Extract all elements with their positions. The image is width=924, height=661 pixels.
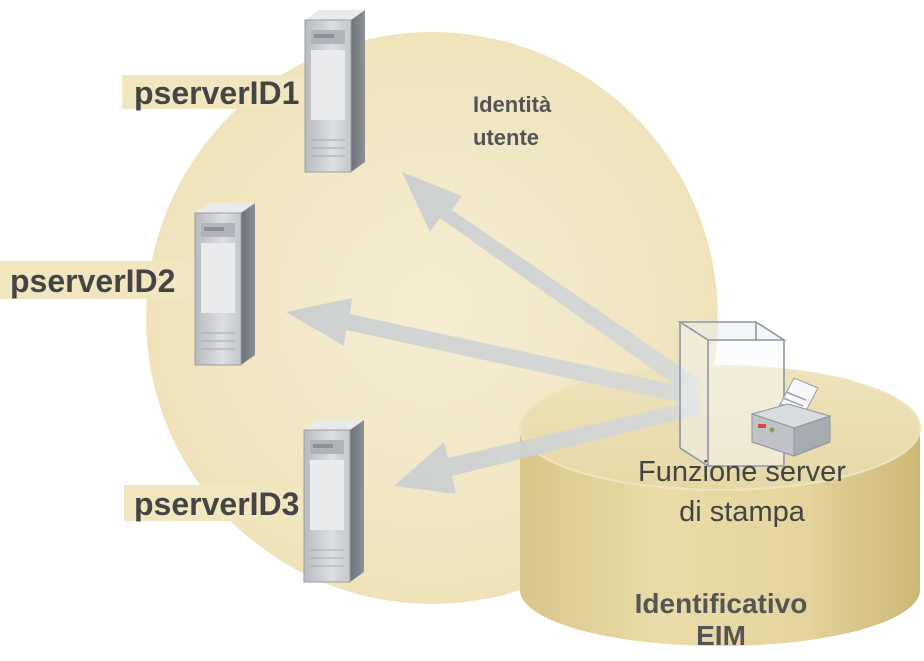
arrow-to-pserver1 xyxy=(402,172,700,396)
eim-identifier-label-line1: Identificativo xyxy=(635,588,808,619)
pserver1-label: pserverID1 xyxy=(134,75,299,111)
pserver1-tag xyxy=(122,75,342,109)
user-identity-label-line1: Identità xyxy=(473,92,552,117)
user-identity-label-line2: utente xyxy=(473,125,539,150)
pserver3-label: pserverID3 xyxy=(134,486,299,522)
server-icon xyxy=(303,420,364,583)
server-icon xyxy=(194,203,255,366)
pserver2-label: pserverID2 xyxy=(10,263,175,299)
arrow-to-pserver3 xyxy=(394,400,702,494)
printer-icon xyxy=(750,377,832,457)
eim-identifier-label-line2: EIM xyxy=(696,620,746,651)
print-function-label-line2: di stampa xyxy=(679,496,806,528)
server-icon xyxy=(304,10,365,173)
pserver3-tag xyxy=(124,485,348,521)
arrow-to-pserver2 xyxy=(286,298,700,406)
print-function-label-line1: Funzione server xyxy=(638,456,846,488)
identity-arrows xyxy=(286,172,702,494)
pserver2-tag xyxy=(0,261,228,299)
